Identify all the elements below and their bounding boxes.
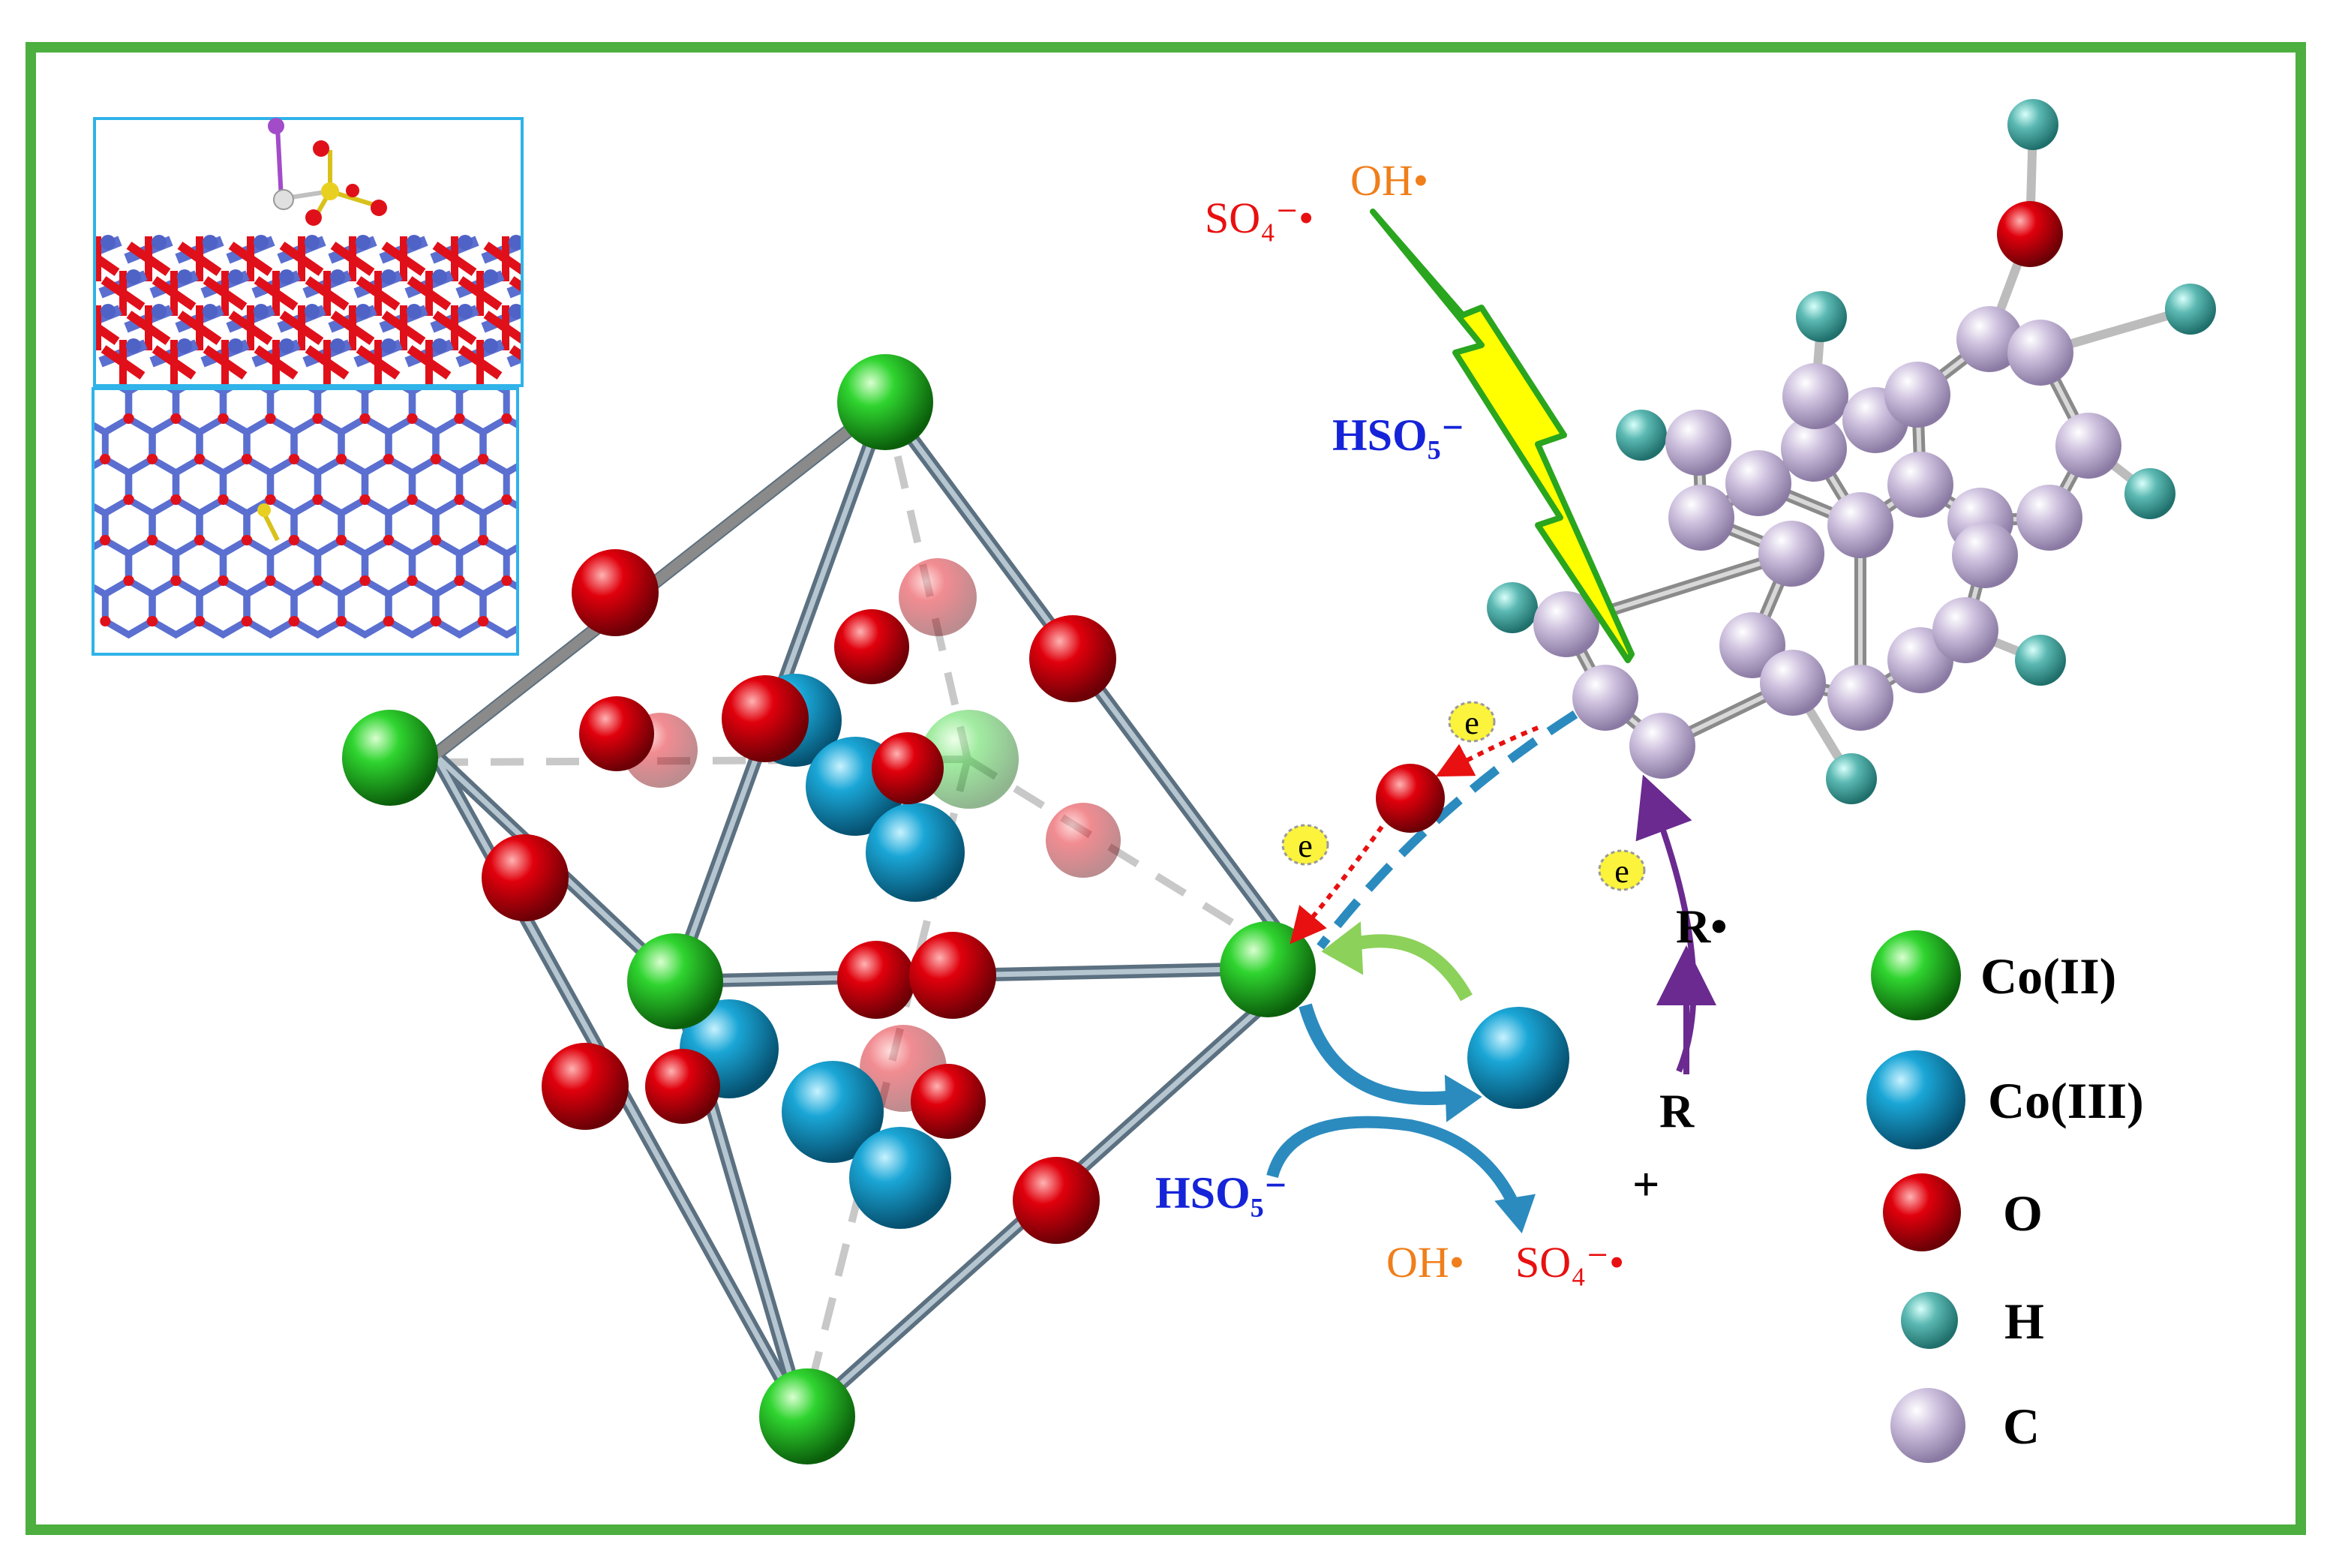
label-r-radical: R•: [1676, 900, 1728, 953]
svg-text:e: e: [1614, 853, 1629, 890]
legend-item-c: C: [1890, 1388, 2040, 1463]
label-hso5-bottom: HSO₅⁻: [1155, 1168, 1287, 1218]
legend-item-co2: Co(II): [1871, 930, 2116, 1020]
label-so4-radical-bottom: SO₄⁻•: [1515, 1238, 1624, 1287]
svg-text:H: H: [2004, 1293, 2044, 1350]
label-oh-radical-bottom: OH•: [1386, 1238, 1464, 1287]
octahedron-co2-vertices: [342, 354, 1316, 1464]
label-so4-radical-top: SO₄⁻•: [1205, 194, 1314, 242]
svg-text:Co(II): Co(II): [1980, 948, 2116, 1005]
lightning-arrow: [1370, 209, 1635, 663]
electron-badge: e: [1448, 701, 1496, 743]
octahedron-edge-oxygens: [482, 549, 1116, 1244]
svg-text:Co(III): Co(III): [1988, 1072, 2144, 1129]
electron-transfer-arrows: [1266, 710, 1716, 1233]
inset-slab-top-view: [92, 387, 519, 656]
label-plus: +: [1632, 1158, 1659, 1211]
electron-badge: e: [1598, 849, 1646, 891]
inset-slab-side-view: [93, 117, 524, 387]
legend: Co(II) Co(III) O H C: [1866, 930, 2144, 1463]
svg-text:e: e: [1464, 704, 1479, 741]
label-oh-radical-top: OH•: [1350, 156, 1428, 205]
svg-text:C: C: [2003, 1398, 2040, 1455]
svg-text:e: e: [1298, 828, 1313, 864]
electron-badge: e: [1281, 824, 1329, 866]
legend-item-co3: Co(III): [1866, 1050, 2144, 1149]
organic-pollutant-molecule: [1487, 99, 2216, 804]
label-r: R: [1659, 1084, 1695, 1137]
label-hso5-top: HSO₅⁻: [1332, 410, 1464, 460]
octahedron-back-edges: [434, 401, 1308, 1419]
transfer-oxygen-atom: [1376, 764, 1445, 833]
octahedron-front-edges: [428, 395, 1312, 1425]
outer-frame: [26, 42, 2306, 1535]
cycle-co3-atom: [1467, 1007, 1569, 1109]
octahedron-interior-atoms: [579, 609, 996, 1229]
legend-item-o: O: [1883, 1173, 2043, 1251]
legend-item-h: H: [1901, 1292, 2044, 1350]
svg-text:O: O: [2003, 1185, 2043, 1242]
